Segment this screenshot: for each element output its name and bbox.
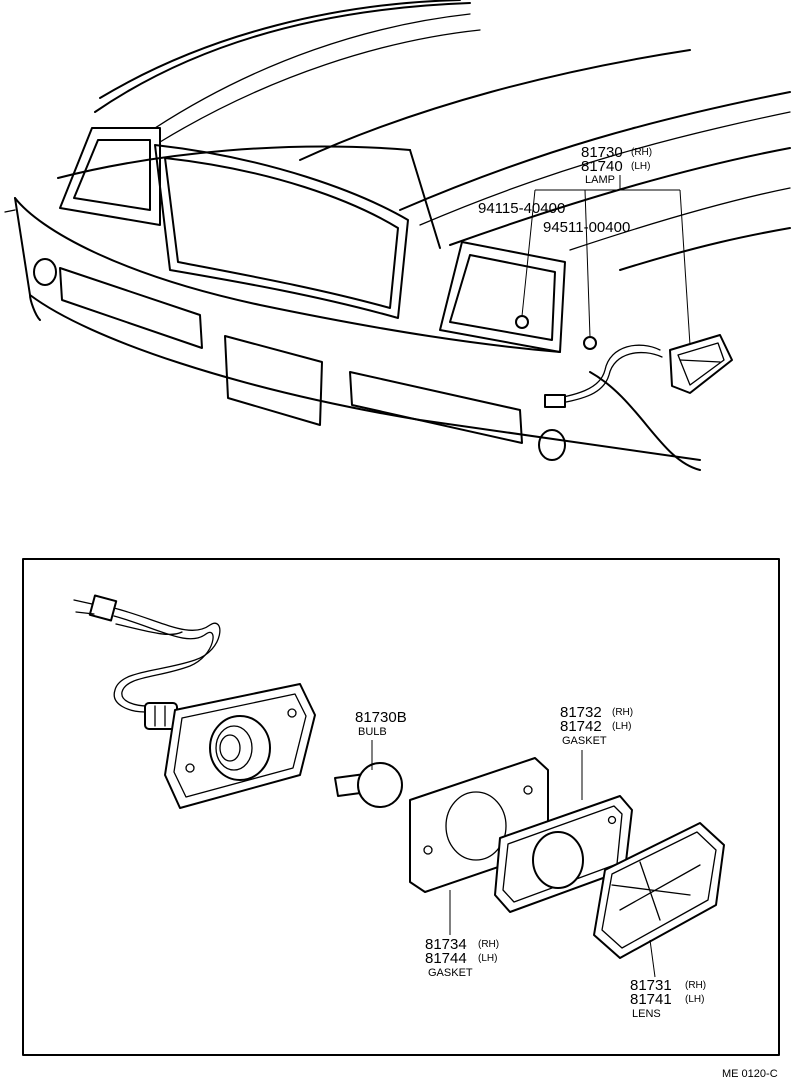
- gasket-inner-caption: GASKET: [428, 967, 473, 979]
- gasket-inner-tag-rh: (RH): [478, 939, 499, 950]
- callout-gasket-outer: 81732 (RH) 81742 (LH) GASKET: [560, 704, 633, 747]
- bulb-caption: BULB: [358, 726, 387, 738]
- callout-lens: 81731 (RH) 81741 (LH) LENS: [630, 977, 706, 1020]
- lens-part-lh: 81741: [630, 991, 672, 1008]
- gasket-outer-caption: GASKET: [562, 735, 607, 747]
- lens-part-rh: 81731: [630, 977, 672, 994]
- callout-lamp: 81730 (RH) 81740 (LH) LAMP: [581, 144, 652, 186]
- gasket-outer-part-rh: 81732: [560, 704, 602, 721]
- gasket-outer-tag-rh: (RH): [612, 707, 633, 718]
- exploded-view-frame: [22, 558, 780, 1056]
- lamp-tag-rh: (RH): [631, 147, 652, 158]
- gasket-inner-tag-lh: (LH): [478, 953, 497, 964]
- lamp-caption: LAMP: [585, 174, 615, 186]
- lens-tag-rh: (RH): [685, 980, 706, 991]
- lamp-part-lh: 81740: [581, 158, 623, 175]
- callout-bulb: 81730B BULB: [355, 709, 407, 738]
- bulb-part: 81730B: [355, 709, 407, 726]
- lamp-tag-lh: (LH): [631, 161, 650, 172]
- gasket-outer-tag-lh: (LH): [612, 721, 631, 732]
- gasket-inner-part-rh: 81734: [425, 936, 467, 953]
- figure-code: ME 0120-C: [722, 1068, 778, 1080]
- lens-caption: LENS: [632, 1008, 661, 1020]
- vehicle-front-illustration: [4, 0, 791, 471]
- callout-gasket-inner: 81734 (RH) 81744 (LH) GASKET: [425, 936, 499, 979]
- callout-nut-part: 94511-00400: [543, 219, 630, 236]
- callout-screw-part: 94115-40400: [478, 200, 565, 217]
- gasket-outer-part-lh: 81742: [560, 718, 602, 735]
- lens-tag-lh: (LH): [685, 994, 704, 1005]
- lamp-part-rh: 81730: [581, 144, 623, 161]
- gasket-inner-part-lh: 81744: [425, 950, 467, 967]
- exploded-view-parts: [73, 594, 725, 978]
